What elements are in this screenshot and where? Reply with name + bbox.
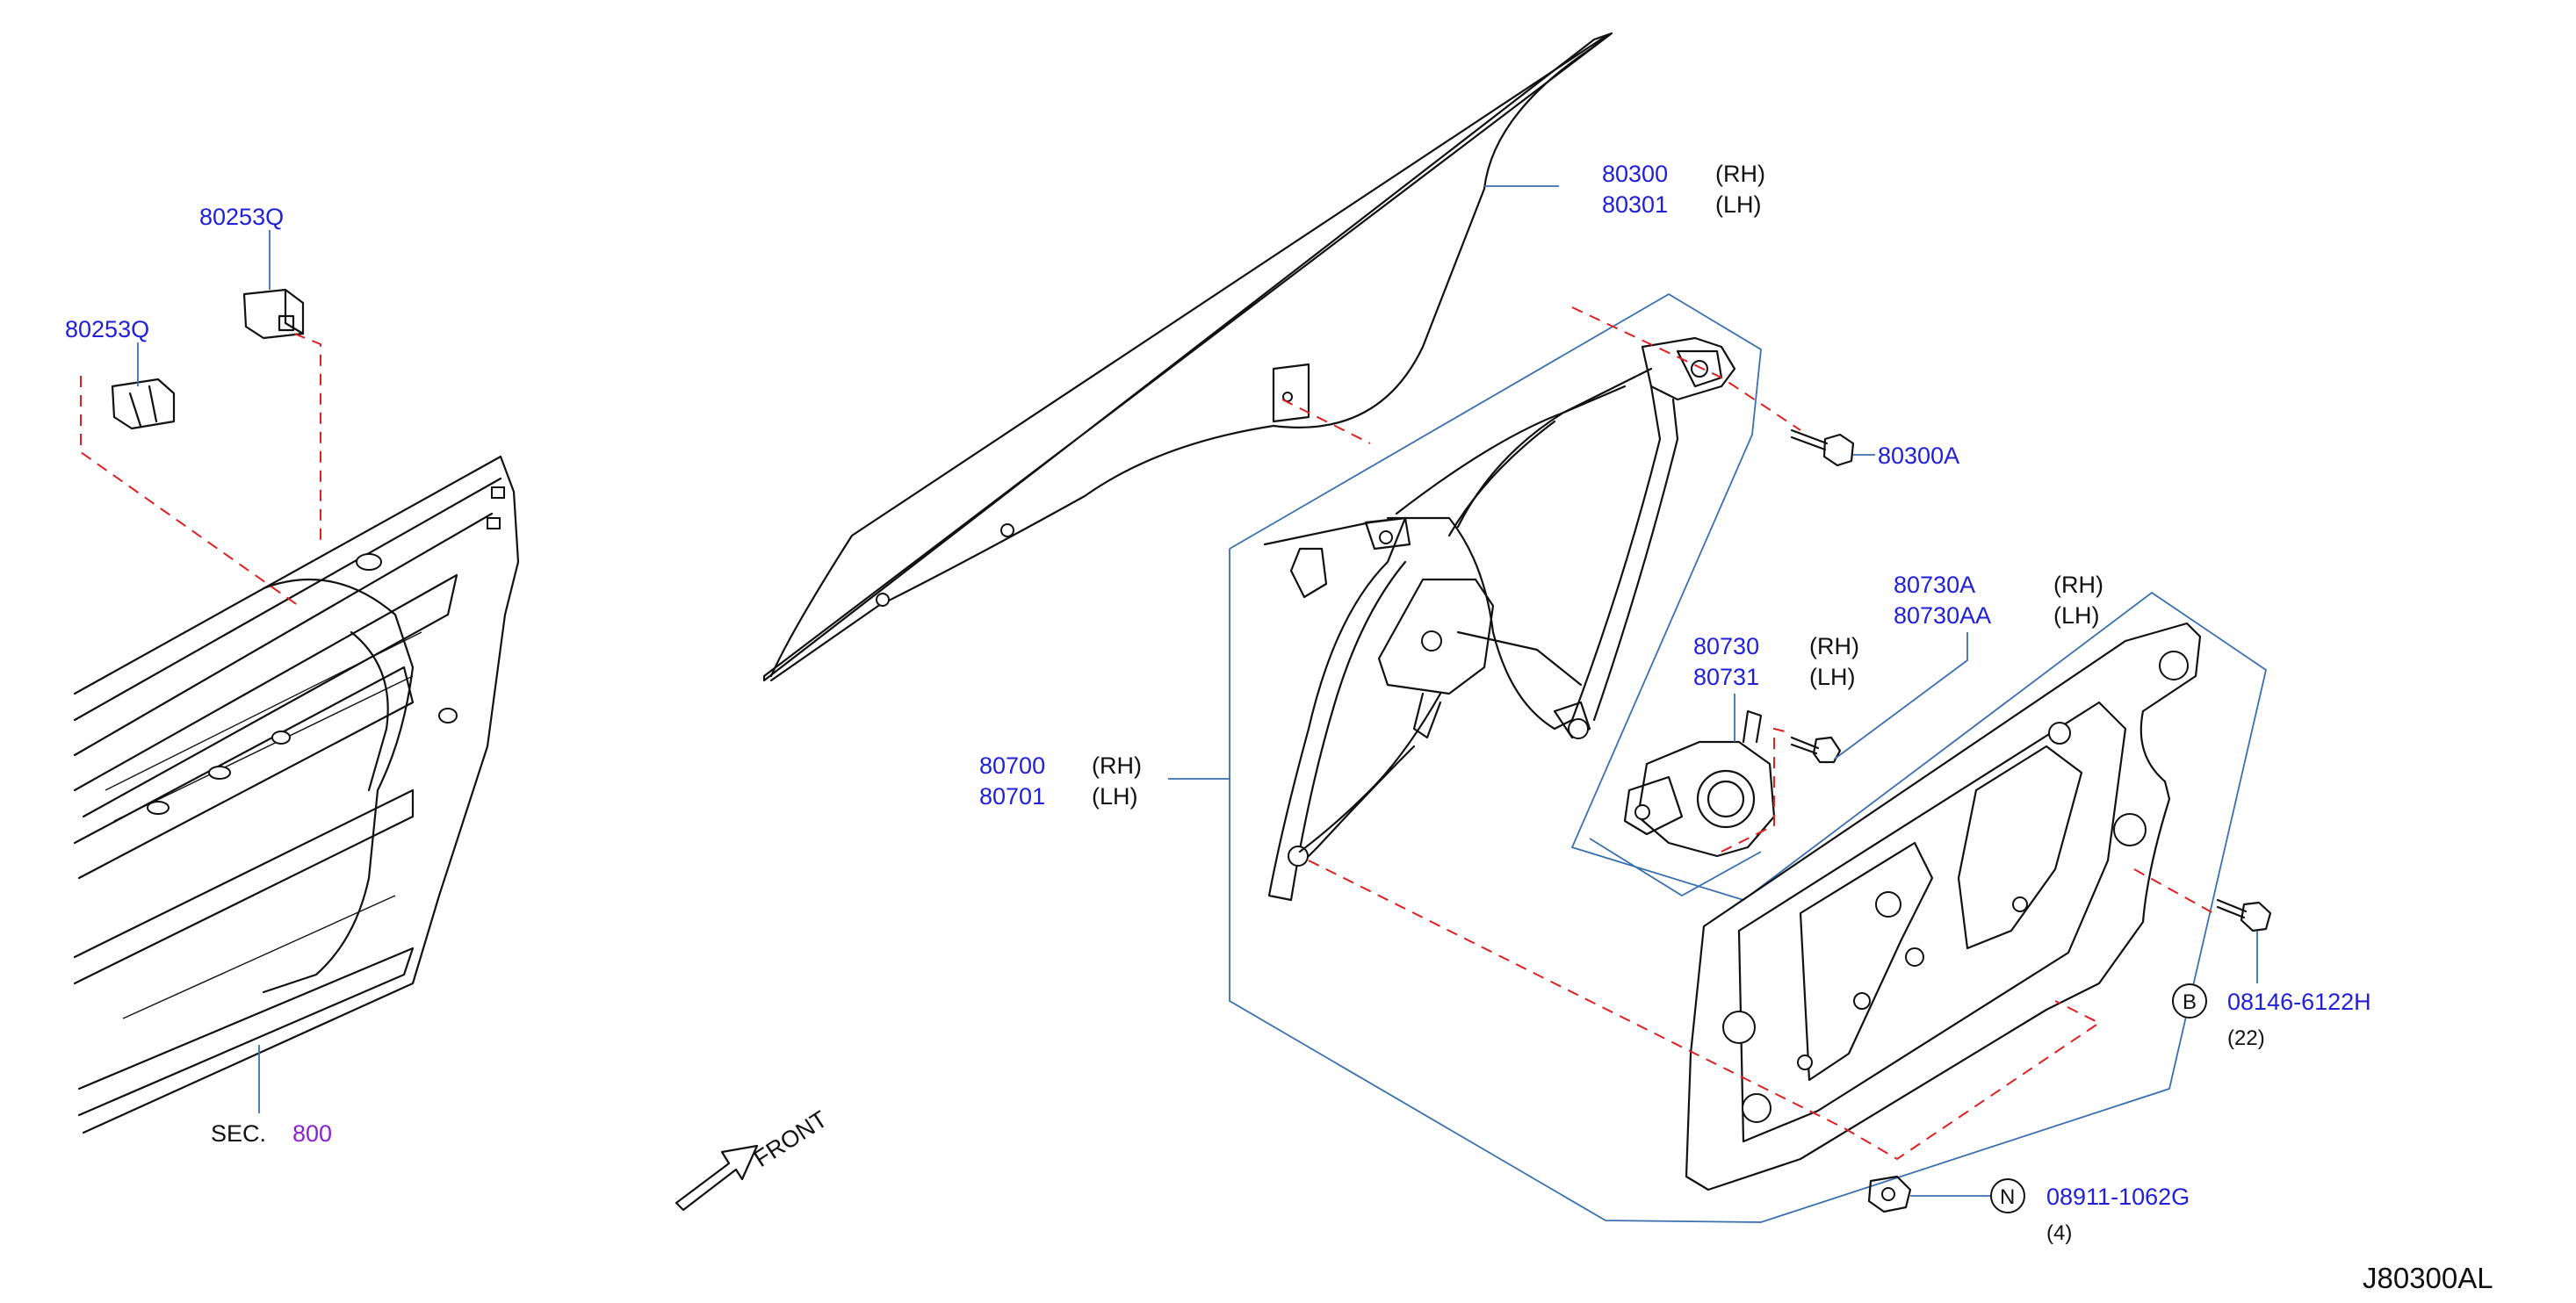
regulator-side-rh: (RH) xyxy=(1092,752,1142,779)
door-glass-drawing[interactable] xyxy=(762,32,1613,682)
section-prefix: SEC. xyxy=(211,1120,266,1147)
clip-lower-drawing[interactable] xyxy=(111,378,176,430)
door-shell-drawing xyxy=(73,455,520,1134)
callout-clip-lower[interactable]: 80253Q xyxy=(65,316,149,342)
callout-bolt-b[interactable]: 08146-6122H xyxy=(2227,989,2371,1015)
glass-side-lh: (LH) xyxy=(1715,191,1762,218)
callout-clip-upper[interactable]: 80253Q xyxy=(199,204,284,230)
door-inner-panel-drawing[interactable] xyxy=(1685,622,2202,1191)
motor-side-rh: (RH) xyxy=(1809,633,1859,659)
bolt-b-quantity: (22) xyxy=(2227,1026,2265,1050)
glass-side-rh: (RH) xyxy=(1715,161,1765,187)
motor-bolt-side-lh: (LH) xyxy=(2053,602,2100,629)
nut-n-symbol: N xyxy=(2000,1185,2015,1209)
callout-bolt-80300a[interactable]: 80300A xyxy=(1878,443,1959,469)
callout-glass-lh[interactable]: 80301 xyxy=(1602,191,1668,218)
bolt-b-symbol: B xyxy=(2183,990,2197,1014)
regulator-side-lh: (LH) xyxy=(1092,783,1138,810)
window-regulator-drawing[interactable] xyxy=(1263,336,1736,902)
callout-glass-rh[interactable]: 80300 xyxy=(1602,161,1668,187)
callout-regulator-rh[interactable]: 80700 xyxy=(979,752,1045,779)
callout-motor-bolt-rh[interactable]: 80730A xyxy=(1894,572,1975,598)
nut-n-drawing[interactable] xyxy=(1867,1175,1912,1213)
bolt-80730a-drawing[interactable] xyxy=(1790,736,1842,764)
clip-upper-drawing[interactable] xyxy=(242,288,305,340)
regulator-motor-drawing[interactable] xyxy=(1623,709,1776,858)
front-arrow-icon xyxy=(675,1144,759,1212)
callout-motor-lh[interactable]: 80731 xyxy=(1693,664,1759,690)
callout-motor-bolt-lh[interactable]: 80730AA xyxy=(1894,602,1991,629)
callout-motor-rh[interactable]: 80730 xyxy=(1693,633,1759,659)
nut-n-quantity: (4) xyxy=(2046,1221,2072,1245)
section-link-800[interactable]: 800 xyxy=(292,1120,332,1147)
front-label: FRONT xyxy=(749,1105,832,1172)
nut-n-symbol-circle xyxy=(1990,1178,2025,1213)
bolt-80300a-drawing[interactable] xyxy=(1790,428,1855,467)
diagram-id: J80300AL xyxy=(2363,1262,2493,1294)
motor-side-lh: (LH) xyxy=(1809,664,1856,690)
callout-nut-n[interactable]: 08911-1062G xyxy=(2046,1184,2190,1210)
motor-bolt-side-rh: (RH) xyxy=(2053,572,2103,598)
callout-regulator-lh[interactable]: 80701 xyxy=(979,783,1045,810)
bolt-b-symbol-circle xyxy=(2172,983,2207,1019)
bolt-b-drawing[interactable] xyxy=(2216,898,2272,932)
